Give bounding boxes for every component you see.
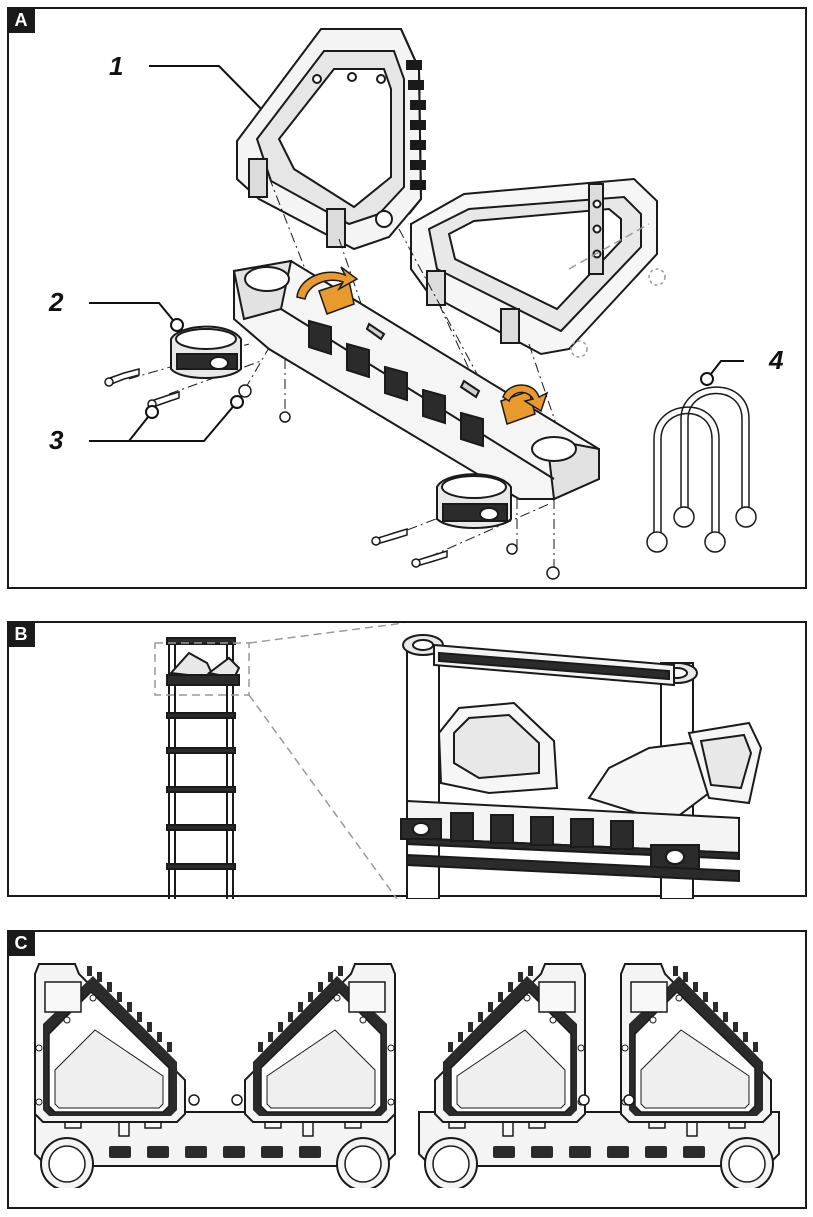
panel-b-illustration bbox=[154, 623, 763, 899]
tray-right-b bbox=[620, 963, 772, 1123]
config-right bbox=[418, 963, 780, 1193]
config-left bbox=[34, 963, 396, 1193]
panel-c: C bbox=[7, 930, 807, 1209]
tray-2 bbox=[410, 177, 658, 356]
panel-a: A 1 bbox=[7, 7, 807, 589]
panel-a-illustration: 1 bbox=[48, 28, 784, 580]
ladder-detail bbox=[400, 634, 763, 899]
panel-b: B bbox=[7, 621, 807, 899]
clamp-1 bbox=[170, 325, 242, 379]
panel-c-tag: C bbox=[7, 930, 35, 956]
orange-clip-1 bbox=[296, 266, 359, 315]
panel-c-illustration bbox=[34, 963, 780, 1193]
clamp-2 bbox=[436, 473, 512, 529]
ladder-overview bbox=[166, 637, 241, 899]
tray-left-b bbox=[244, 963, 396, 1123]
tray-1 bbox=[236, 28, 426, 251]
tray-right-a bbox=[434, 963, 586, 1123]
callout-1-label: 1 bbox=[109, 51, 123, 81]
tray-left-a bbox=[34, 963, 186, 1123]
panel-b-tag: B bbox=[7, 621, 35, 647]
callout-3-label: 3 bbox=[49, 425, 64, 455]
bungee-cords bbox=[646, 386, 757, 553]
orange-clip-2 bbox=[500, 384, 549, 425]
callout-2-label: 2 bbox=[48, 287, 64, 317]
bracket-bar bbox=[232, 259, 600, 501]
callout-4-label: 4 bbox=[768, 345, 784, 375]
panel-a-tag: A bbox=[7, 7, 35, 33]
